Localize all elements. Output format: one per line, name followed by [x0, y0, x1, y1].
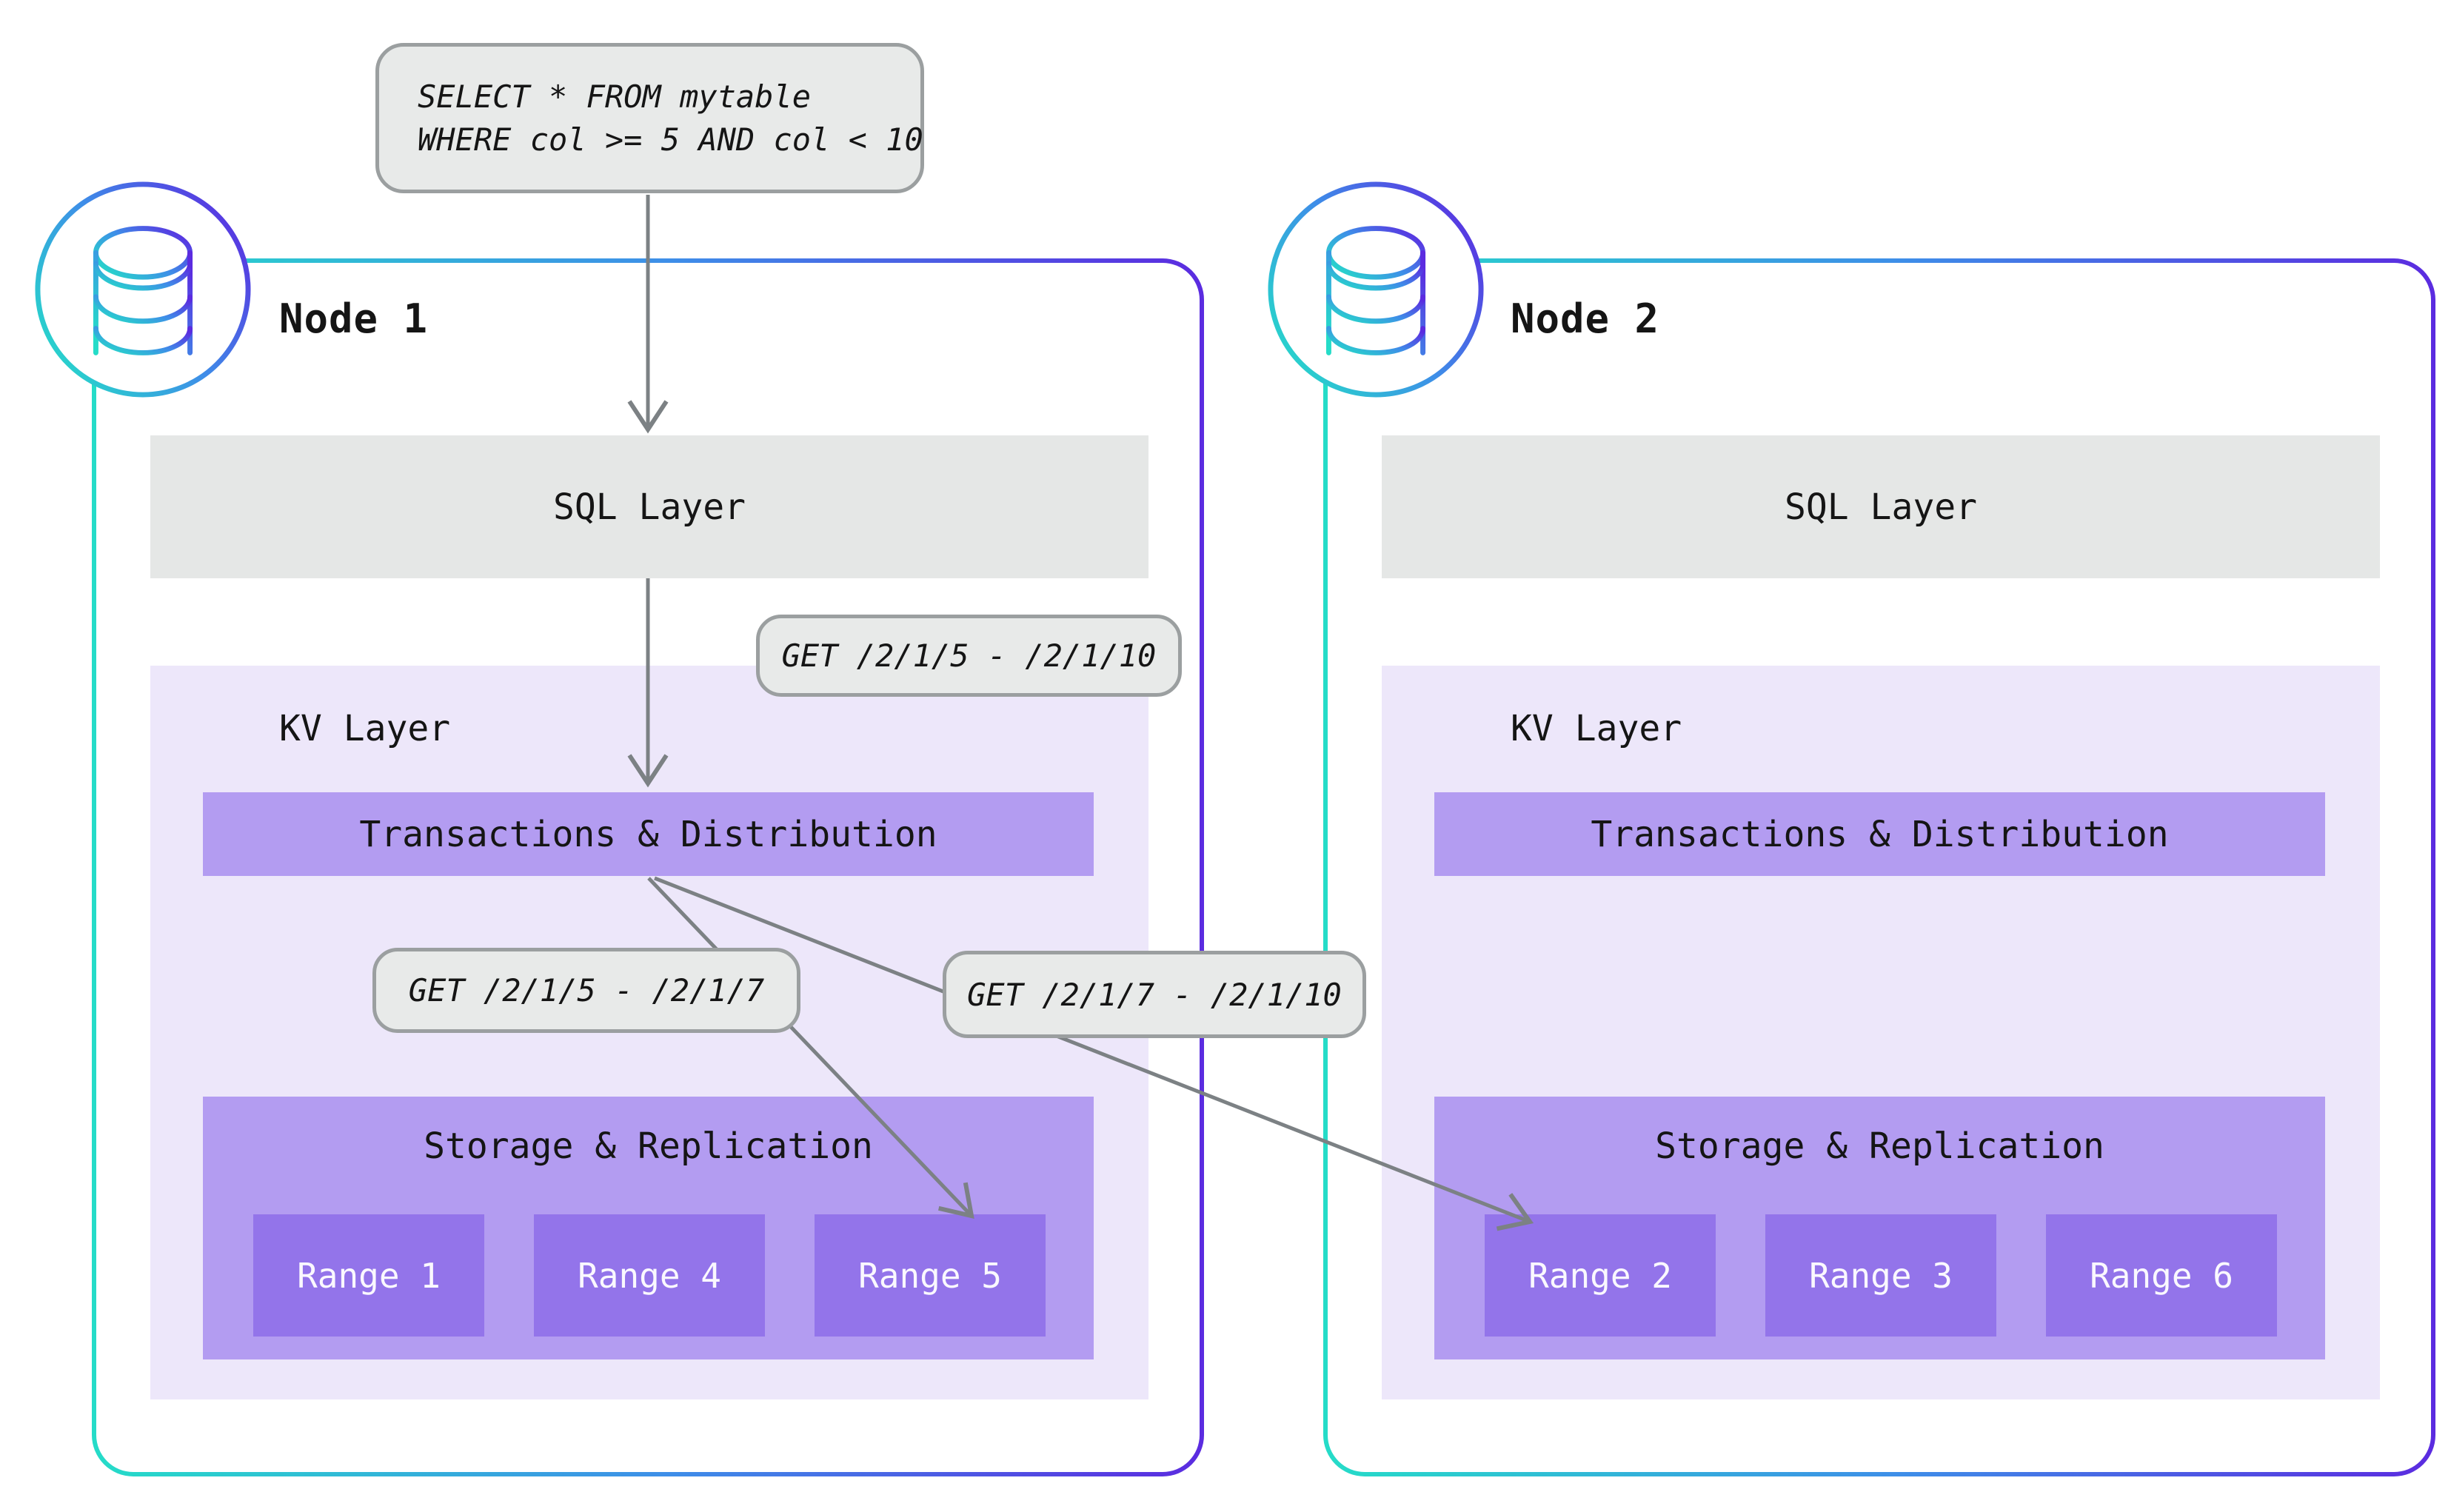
- node-1-kv-layer-label: KV Layer: [279, 708, 451, 749]
- node-2-kv-layer-label: KV Layer: [1511, 708, 1682, 749]
- node-1-container: Node 1 SQL Layer KV Layer Transactions &…: [92, 258, 1204, 1476]
- node-1-range-4: Range 4: [534, 1214, 765, 1337]
- node-2-title: Node 2: [1511, 295, 1660, 342]
- node-2-range-2: Range 2: [1485, 1214, 1716, 1337]
- sql-query-label: SELECT * FROM mytable WHERE col >= 5 AND…: [375, 43, 924, 193]
- node-1-sql-layer: SQL Layer: [150, 435, 1148, 578]
- node-2-range-6: Range 6: [2046, 1214, 2277, 1337]
- node-1-body: Node 1 SQL Layer KV Layer Transactions &…: [96, 263, 1200, 1472]
- node-2-transactions-distribution: Transactions & Distribution: [1434, 792, 2325, 876]
- node-2-storage-label: Storage & Replication: [1655, 1125, 2104, 1167]
- node-2-container: Node 2 SQL Layer KV Layer Transactions &…: [1323, 258, 2435, 1476]
- node-1-transactions-distribution: Transactions & Distribution: [203, 792, 1094, 876]
- database-icon: [1268, 181, 1484, 398]
- node-2-storage-replication: Storage & Replication Range 2 Range 3 Ra…: [1434, 1097, 2325, 1359]
- kv-request-full-range-label: GET /2/1/5 - /2/1/10: [756, 615, 1182, 697]
- node-1-range-1: Range 1: [253, 1214, 484, 1337]
- kv-request-left-split-label: GET /2/1/5 - /2/1/7: [372, 948, 800, 1033]
- node-1-storage-label: Storage & Replication: [424, 1125, 873, 1167]
- node-2-kv-layer: KV Layer Transactions & Distribution Sto…: [1382, 666, 2380, 1399]
- node-2-sql-layer: SQL Layer: [1382, 435, 2380, 578]
- sql-query-line-2: WHERE col >= 5 AND col < 10: [418, 121, 923, 158]
- node-2-body: Node 2 SQL Layer KV Layer Transactions &…: [1328, 263, 2431, 1472]
- node-2-range-3: Range 3: [1765, 1214, 1996, 1337]
- node-1-storage-replication: Storage & Replication Range 1 Range 4 Ra…: [203, 1097, 1094, 1359]
- kv-request-right-split-label: GET /2/1/7 - /2/1/10: [943, 951, 1366, 1038]
- database-icon: [35, 181, 251, 398]
- node-1-range-5: Range 5: [815, 1214, 1046, 1337]
- node-1-title: Node 1: [279, 295, 429, 342]
- sql-query-line-1: SELECT * FROM mytable: [418, 78, 812, 115]
